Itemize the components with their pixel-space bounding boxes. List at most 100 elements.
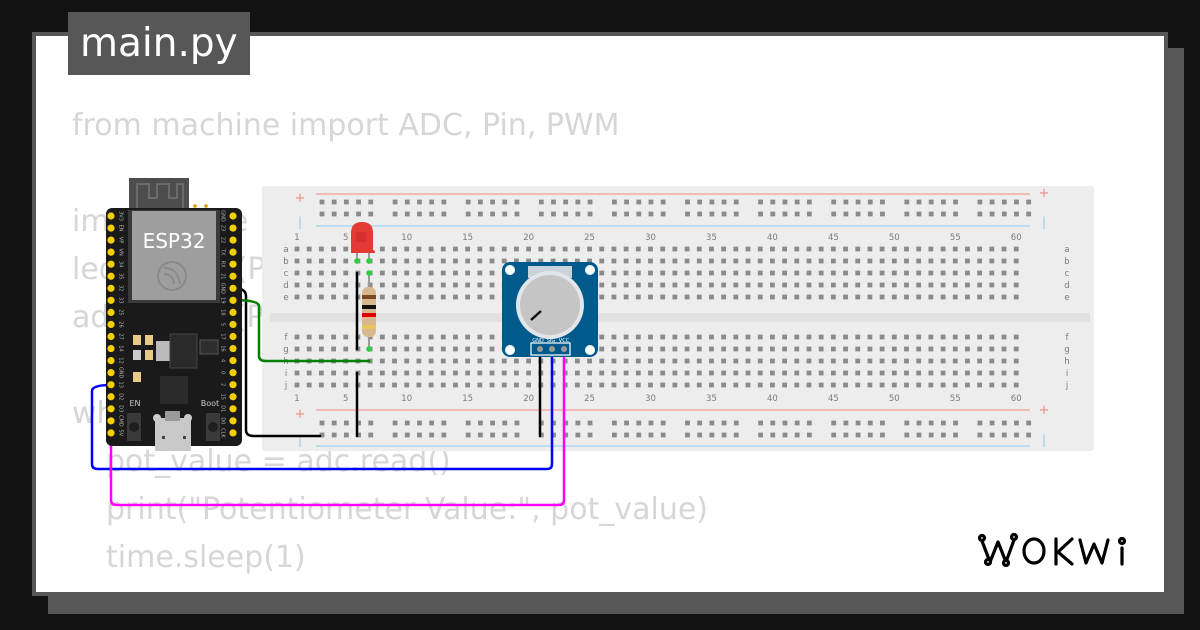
rail-hole[interactable] <box>928 432 934 438</box>
breadboard-hole[interactable] <box>867 358 873 364</box>
breadboard-hole[interactable] <box>709 270 714 276</box>
rail-hole[interactable] <box>709 420 715 426</box>
breadboard-hole[interactable] <box>830 294 836 300</box>
breadboard-hole[interactable] <box>709 334 714 340</box>
wire-pin19-to-resistor[interactable] <box>231 298 371 363</box>
breadboard-hole[interactable] <box>843 258 848 264</box>
rail-hole[interactable] <box>1026 432 1032 438</box>
rail-hole[interactable] <box>490 199 495 205</box>
breadboard-hole[interactable] <box>611 246 617 252</box>
rail-hole[interactable] <box>551 211 556 217</box>
breadboard-hole[interactable] <box>806 294 812 300</box>
breadboard-hole[interactable] <box>672 258 678 264</box>
rail-hole[interactable] <box>880 211 885 217</box>
rail-hole[interactable] <box>843 432 849 438</box>
breadboard-hole[interactable] <box>672 334 678 340</box>
breadboard-hole[interactable] <box>416 358 422 364</box>
breadboard-hole[interactable] <box>648 282 653 288</box>
breadboard-hole[interactable] <box>940 282 946 288</box>
breadboard-hole[interactable] <box>1001 294 1007 300</box>
rail-hole[interactable] <box>490 432 495 438</box>
breadboard-hole[interactable] <box>843 334 848 340</box>
rail-hole[interactable] <box>490 420 495 426</box>
breadboard-hole[interactable] <box>952 370 958 376</box>
breadboard-hole[interactable] <box>672 282 678 288</box>
breadboard-hole[interactable] <box>428 346 434 352</box>
breadboard-hole[interactable] <box>818 358 824 364</box>
breadboard-hole[interactable] <box>696 334 702 340</box>
rail-hole[interactable] <box>928 211 934 217</box>
breadboard-hole[interactable] <box>989 334 995 340</box>
rail-hole[interactable] <box>356 199 361 205</box>
rail-hole[interactable] <box>538 432 544 438</box>
rail-hole[interactable] <box>685 199 690 205</box>
breadboard-hole[interactable] <box>331 258 336 264</box>
breadboard-hole[interactable] <box>574 246 580 252</box>
breadboard-hole[interactable] <box>331 382 336 388</box>
breadboard-hole[interactable] <box>818 246 824 252</box>
rail-hole[interactable] <box>770 211 776 217</box>
breadboard-hole[interactable] <box>538 258 544 264</box>
breadboard-hole[interactable] <box>599 346 605 352</box>
rail-hole[interactable] <box>404 199 410 205</box>
esp32-pin-right[interactable] <box>229 212 237 220</box>
breadboard-hole[interactable] <box>733 258 739 264</box>
breadboard-hole[interactable] <box>1013 334 1019 340</box>
breadboard-hole[interactable] <box>367 334 373 340</box>
rail-hole[interactable] <box>319 199 325 205</box>
breadboard-hole[interactable] <box>648 358 653 364</box>
breadboard-hole[interactable] <box>952 346 958 352</box>
rail-hole[interactable] <box>855 199 861 205</box>
rail-hole[interactable] <box>721 420 727 426</box>
rail-hole[interactable] <box>977 211 983 217</box>
breadboard-hole[interactable] <box>440 294 446 300</box>
breadboard-hole[interactable] <box>977 382 983 388</box>
rail-hole[interactable] <box>356 432 361 438</box>
breadboard-hole[interactable] <box>684 270 690 276</box>
rail-hole[interactable] <box>758 420 763 426</box>
breadboard-hole[interactable] <box>428 270 434 276</box>
breadboard-hole[interactable] <box>306 382 312 388</box>
breadboard-hole[interactable] <box>782 334 787 340</box>
breadboard-hole[interactable] <box>599 270 605 276</box>
breadboard-hole[interactable] <box>599 370 605 376</box>
breadboard-hole[interactable] <box>489 294 495 300</box>
rail-hole[interactable] <box>904 211 910 217</box>
rail-hole[interactable] <box>989 211 995 217</box>
esp32-pin-left[interactable] <box>107 248 115 256</box>
breadboard-hole[interactable] <box>635 270 641 276</box>
breadboard-hole[interactable] <box>843 246 848 252</box>
rail-hole[interactable] <box>928 199 934 205</box>
rail-hole[interactable] <box>404 432 410 438</box>
breadboard-hole[interactable] <box>440 282 446 288</box>
breadboard-hole[interactable] <box>952 258 958 264</box>
rail-hole[interactable] <box>538 420 544 426</box>
rail-hole[interactable] <box>770 432 776 438</box>
breadboard-hole[interactable] <box>867 282 873 288</box>
rail-hole[interactable] <box>331 211 337 217</box>
esp32-pin-left[interactable] <box>107 332 115 341</box>
rail-hole[interactable] <box>1014 432 1019 438</box>
rail-hole[interactable] <box>916 432 922 438</box>
breadboard-hole[interactable] <box>343 294 349 300</box>
rail-hole[interactable] <box>916 420 922 426</box>
breadboard-hole[interactable] <box>940 270 946 276</box>
breadboard-hole[interactable] <box>721 246 727 252</box>
breadboard-hole[interactable] <box>684 346 690 352</box>
breadboard-hole[interactable] <box>392 346 397 352</box>
breadboard-hole[interactable] <box>660 282 666 288</box>
breadboard-hole[interactable] <box>1013 258 1019 264</box>
breadboard-hole[interactable] <box>574 370 580 376</box>
breadboard-hole[interactable] <box>696 258 702 264</box>
breadboard-hole[interactable] <box>879 294 885 300</box>
breadboard-hole[interactable] <box>599 382 605 388</box>
rail-hole[interactable] <box>782 199 788 205</box>
breadboard-hole[interactable] <box>635 258 641 264</box>
rail-hole[interactable] <box>977 199 983 205</box>
rail-hole[interactable] <box>319 211 325 217</box>
rail-hole[interactable] <box>916 211 922 217</box>
breadboard-hole[interactable] <box>709 246 714 252</box>
rail-hole[interactable] <box>477 199 483 205</box>
rail-hole[interactable] <box>782 211 788 217</box>
breadboard-hole[interactable] <box>721 370 727 376</box>
